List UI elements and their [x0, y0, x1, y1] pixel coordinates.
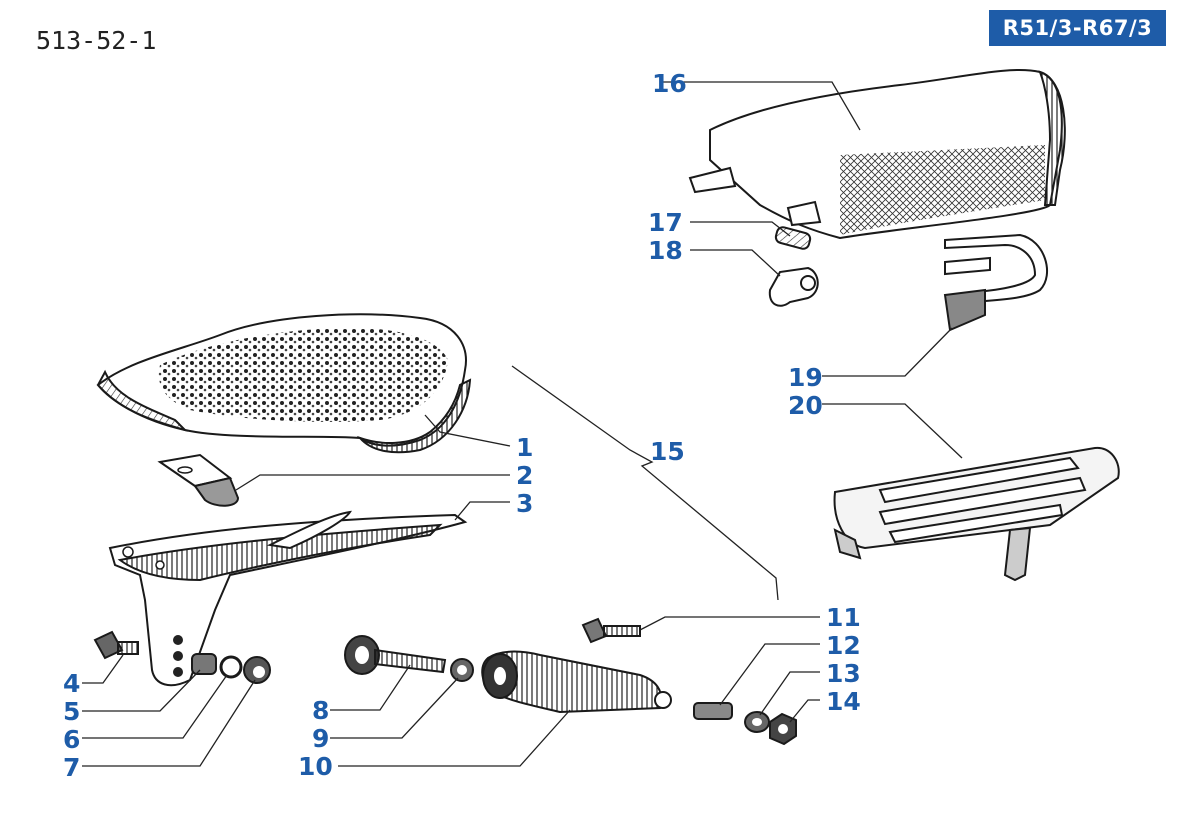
leader-12: [719, 643, 820, 706]
callout-1: 1: [516, 433, 533, 462]
model-badge: R51/3-R67/3: [989, 10, 1166, 46]
leader-11: [639, 616, 820, 631]
shock-absorber: [481, 650, 672, 714]
luggage-rack: [833, 446, 1120, 582]
leader-6: [82, 674, 228, 739]
callout-5: 5: [63, 697, 80, 726]
callout-13: 13: [826, 659, 861, 688]
callout-labels: 16 17 18 19 20 1 2 3 15 4 5 6 7 8 9 10 1…: [63, 69, 861, 782]
pin-12: [693, 702, 733, 720]
nut-14: [769, 712, 797, 746]
bolt-4: [93, 630, 139, 660]
callout-2: 2: [516, 461, 533, 490]
eye-bolt: [344, 635, 447, 675]
leader-13: [759, 671, 820, 716]
leader-3: [454, 501, 510, 521]
leader-18: [690, 249, 781, 277]
leader-19: [822, 327, 953, 377]
callout-12: 12: [826, 631, 861, 660]
clamp-18: [768, 266, 819, 307]
sleeve-17: [774, 226, 812, 250]
callout-14: 14: [826, 687, 861, 716]
saddle-frame: [108, 510, 468, 687]
callout-15: 15: [650, 437, 685, 466]
callout-3: 3: [516, 489, 533, 518]
screw-11: [581, 617, 641, 644]
washer-13: [744, 711, 770, 733]
callout-7: 7: [63, 753, 80, 782]
saddle: [96, 313, 472, 454]
leader-4: [82, 654, 124, 684]
dual-seat: [688, 69, 1066, 240]
callout-10: 10: [298, 752, 333, 781]
leader-9: [330, 677, 459, 739]
callout-6: 6: [63, 725, 80, 754]
leader-16: [662, 81, 861, 131]
leader-10: [338, 709, 571, 767]
callout-18: 18: [648, 236, 683, 265]
leader-15: [511, 365, 779, 601]
leader-lines: [82, 81, 963, 767]
callout-11: 11: [826, 603, 861, 632]
leader-14: [789, 699, 820, 723]
callout-4: 4: [63, 669, 80, 698]
seat-strap: [943, 233, 1049, 332]
callout-16: 16: [652, 69, 687, 98]
washer-6: [219, 655, 243, 679]
callout-20: 20: [788, 391, 823, 420]
leader-1: [424, 414, 511, 447]
diagram-code: 513-52-1: [36, 26, 157, 55]
callout-19: 19: [788, 363, 823, 392]
callout-8: 8: [312, 696, 329, 725]
callout-9: 9: [312, 724, 329, 753]
leader-8: [330, 664, 411, 711]
leader-2: [235, 474, 510, 491]
nut-7: [243, 656, 271, 684]
callout-17: 17: [648, 208, 683, 237]
leader-17: [690, 221, 791, 237]
spacer-5: [191, 653, 217, 675]
mounting-bracket: [157, 453, 240, 507]
leader-7: [82, 679, 256, 767]
leader-5: [82, 669, 201, 712]
washer-9: [450, 658, 474, 682]
leader-20: [822, 403, 963, 459]
